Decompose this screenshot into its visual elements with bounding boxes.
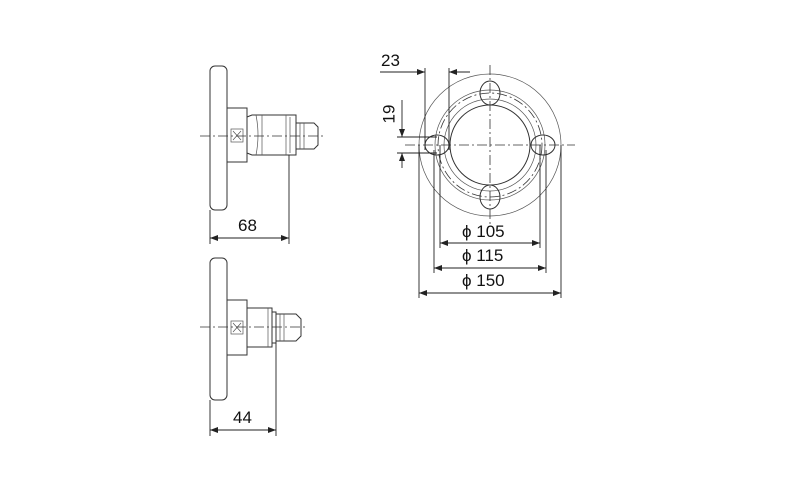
length-44-label: 44 (233, 408, 252, 427)
diameter-symbol-icon: ϕ (462, 271, 472, 290)
outer-diameter-dimension: ϕ 150 (462, 271, 505, 291)
slot-height-label: 19 (379, 104, 399, 124)
bore-diameter-dimension: ϕ 105 (462, 222, 505, 242)
slot-width-label: 23 (381, 51, 400, 70)
side-view-long (200, 65, 325, 244)
diameter-symbol-icon: ϕ (462, 246, 472, 265)
bore-diameter-label: 105 (476, 222, 505, 241)
outer-diameter-label: 150 (476, 271, 505, 290)
bolt-circle-dimension: ϕ 115 (462, 246, 503, 266)
length-68-label: 68 (238, 216, 257, 235)
side-view-short (200, 257, 308, 436)
front-view (380, 65, 575, 298)
bolt-circle-label: 115 (476, 246, 504, 265)
diameter-symbol-icon: ϕ (462, 222, 472, 241)
